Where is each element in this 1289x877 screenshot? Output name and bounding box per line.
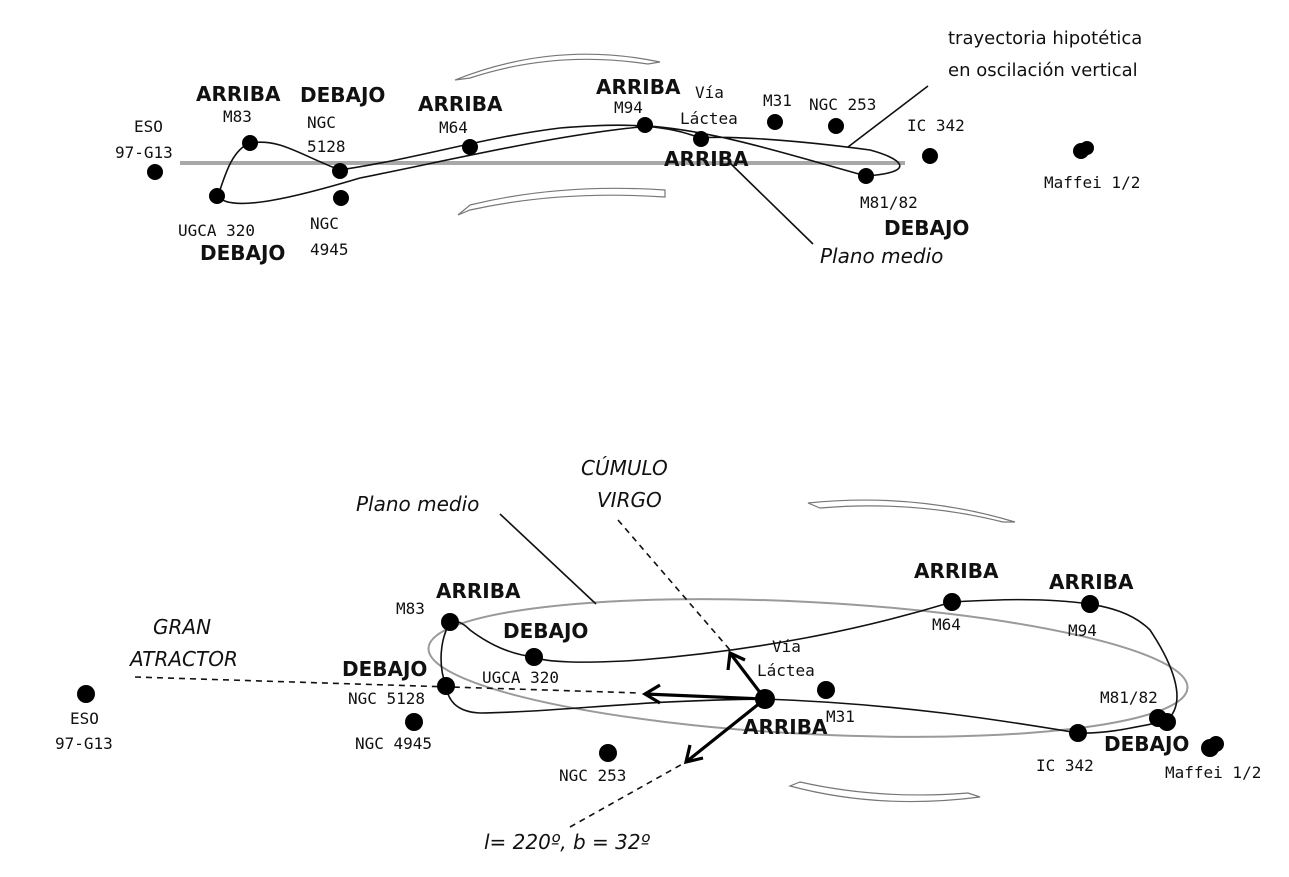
- top-label-m81-82: M81/82: [860, 193, 918, 212]
- top-label-m94: M94: [614, 98, 643, 117]
- top-label-ugca320: UGCA 320: [178, 221, 255, 240]
- top-dot-m31: [767, 114, 783, 130]
- top-arriba-mw: ARRIBA: [664, 147, 749, 171]
- bottom-dot-maffei-2: [1208, 736, 1224, 752]
- top-plane-leader: [729, 162, 814, 245]
- bottom-arriba-m94: ARRIBA: [1049, 570, 1134, 594]
- bottom-attractor-dashed-line: [134, 676, 641, 694]
- bottom-label-m31: M31: [826, 707, 855, 726]
- top-dot-m83: [242, 135, 258, 151]
- bottom-dot-m94: [1081, 595, 1099, 613]
- bottom-panel: ESO 97-G13 M83 NGC 5128 NGC 4945 UGCA 32…: [55, 456, 1261, 854]
- bottom-debajo-5128: DEBAJO: [342, 657, 427, 681]
- top-circulation-arrow-upper: [454, 53, 661, 81]
- top-dot-m64: [462, 139, 478, 155]
- top-trajectory-curve: [217, 124, 901, 205]
- top-label-ngc5128-b: 5128: [307, 137, 346, 156]
- bottom-direction-dashed-line: [569, 761, 687, 828]
- top-annotation-1: trayectoria hipotética: [948, 28, 1142, 49]
- top-dot-eso-97-g13: [147, 164, 163, 180]
- top-dot-ngc-5128: [332, 163, 348, 179]
- bottom-direction-label: l= 220º, b = 32º: [484, 830, 651, 854]
- bottom-circulation-arrow-upper: [807, 499, 1016, 523]
- bottom-label-m81-82: M81/82: [1100, 688, 1158, 707]
- bottom-dot-m64: [943, 593, 961, 611]
- bottom-dot-m83: [441, 613, 459, 631]
- bottom-mean-plane-ellipse: [427, 598, 1189, 738]
- top-dot-m94: [637, 117, 653, 133]
- bottom-label-ngc5128: NGC 5128: [348, 689, 425, 708]
- top-debajo-5128: DEBAJO: [300, 83, 385, 107]
- bottom-label-eso-2: 97-G13: [55, 734, 113, 753]
- top-debajo-ugca: DEBAJO: [200, 241, 285, 265]
- top-dot-maffei-2: [1080, 141, 1094, 155]
- top-dot-ic-342: [922, 148, 938, 164]
- top-label-m83: M83: [223, 107, 252, 126]
- bottom-dot-milky-way: [755, 689, 775, 709]
- top-label-milky-way-a: Vía: [695, 83, 724, 102]
- bottom-dot-ngc-253: [599, 744, 617, 762]
- top-label-eso-2: 97-G13: [115, 143, 173, 162]
- bottom-virgo-label-1: CÚMULO: [581, 456, 668, 480]
- bottom-label-ic342: IC 342: [1036, 756, 1094, 775]
- bottom-dot-ngc-5128: [437, 677, 455, 695]
- bottom-virgo-label-2: VIRGO: [597, 488, 662, 512]
- bottom-attractor-label-2: ATRACTOR: [128, 647, 238, 671]
- bottom-label-m83: M83: [396, 599, 425, 618]
- bottom-dot-ngc-4945: [405, 713, 423, 731]
- top-label-m31: M31: [763, 91, 792, 110]
- bottom-dot-ugca-320: [525, 648, 543, 666]
- bottom-dot-eso-97-g13: [77, 685, 95, 703]
- top-trajectory-leader: [847, 85, 929, 148]
- top-dot-ngc-253: [828, 118, 844, 134]
- bottom-label-ugca320: UGCA 320: [482, 668, 559, 687]
- bottom-label-m64: M64: [932, 615, 961, 634]
- bottom-virgo-dashed-line: [617, 519, 731, 651]
- top-circulation-arrow-lower: [457, 187, 666, 216]
- bottom-velocity-vectors: [641, 650, 767, 765]
- bottom-label-eso: ESO: [70, 709, 99, 728]
- top-label-eso: ESO: [134, 117, 163, 136]
- bottom-label-ngc4945: NGC 4945: [355, 734, 432, 753]
- top-label-milky-way-b: Láctea: [680, 109, 738, 128]
- top-label-ngc5128-a: NGC: [307, 113, 336, 132]
- top-dot-ngc-4945: [333, 190, 349, 206]
- bottom-label-m94: M94: [1068, 621, 1097, 640]
- top-label-ic342: IC 342: [907, 116, 965, 135]
- bottom-arriba-m83: ARRIBA: [436, 579, 521, 603]
- top-arriba-m94: ARRIBA: [596, 75, 681, 99]
- top-dot-m81-82: [858, 168, 874, 184]
- bottom-label-milky-way-b: Láctea: [757, 661, 815, 680]
- top-dot-ugca-320: [209, 188, 225, 204]
- bottom-dot-m82: [1158, 713, 1176, 731]
- top-panel: ESO 97-G13 M83 NGC 5128 NGC 4945 UGCA 32…: [115, 28, 1142, 268]
- bottom-arriba-m64: ARRIBA: [914, 559, 999, 583]
- top-label-ngc253: NGC 253: [809, 95, 876, 114]
- bottom-debajo-ugca: DEBAJO: [503, 619, 588, 643]
- bottom-trajectory-curve: [440, 598, 1178, 734]
- top-label-m64: M64: [439, 118, 468, 137]
- bottom-circulation-arrow-lower: [788, 781, 981, 803]
- bottom-dot-ic-342: [1069, 724, 1087, 742]
- top-arriba-m83: ARRIBA: [196, 82, 281, 106]
- top-label-maffei: Maffei 1/2: [1044, 173, 1140, 192]
- top-annotation-2: en oscilación vertical: [948, 60, 1138, 81]
- bottom-attractor-label-1: GRAN: [153, 615, 211, 639]
- top-debajo-m81: DEBAJO: [884, 216, 969, 240]
- bottom-debajo-m81: DEBAJO: [1104, 732, 1189, 756]
- bottom-dot-m31: [817, 681, 835, 699]
- top-plane-label: Plano medio: [820, 244, 943, 268]
- top-dot-milky-way: [693, 131, 709, 147]
- top-arriba-m64: ARRIBA: [418, 92, 503, 116]
- bottom-plane-leader: [499, 513, 597, 605]
- bottom-label-ngc253: NGC 253: [559, 766, 626, 785]
- bottom-label-maffei: Maffei 1/2: [1165, 763, 1261, 782]
- top-label-ngc4945-a: NGC: [310, 214, 339, 233]
- bottom-plane-label: Plano medio: [356, 492, 479, 516]
- bottom-label-milky-way-a: Vía: [772, 637, 801, 656]
- top-label-ngc4945-b: 4945: [310, 240, 349, 259]
- bottom-arriba-mw: ARRIBA: [743, 715, 828, 739]
